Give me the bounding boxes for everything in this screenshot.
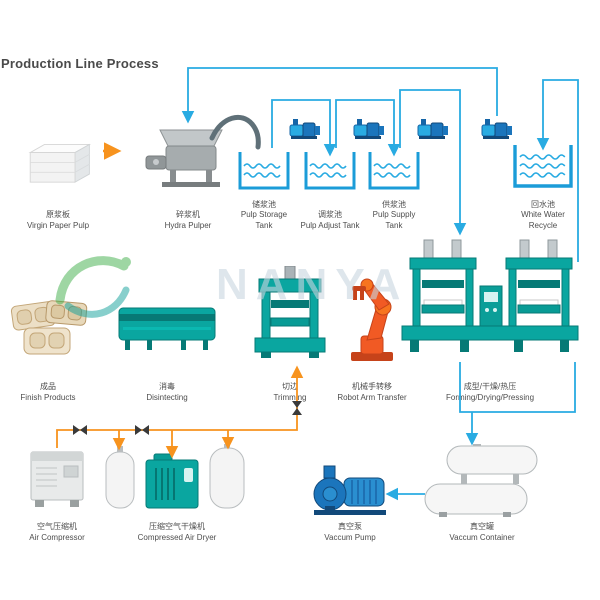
station-pulp-supply-tank: 供浆池 Pulp Supply Tank	[364, 132, 424, 232]
pulp-pump-1-icon	[288, 116, 322, 147]
forming-machine-graphic	[400, 238, 580, 365]
robot-arm-label-en: Robot Arm Transfer	[337, 393, 407, 403]
virgin-paper-pulp-label-zh: 原浆板	[46, 210, 70, 220]
compressed-air-dryer-label-en: Compressed Air Dryer	[137, 533, 217, 543]
air-compressor-graphic	[27, 448, 87, 515]
finish-products-label-zh: 成品	[40, 382, 56, 392]
disintecting-label-en: Disintecting	[146, 393, 188, 403]
virgin-paper-pulp-label-en: Virgin Paper Pulp	[26, 221, 90, 231]
forming-label-zh: 成型/干燥/热压	[463, 382, 517, 392]
finish-products-graphic	[8, 296, 88, 363]
white-water-recycle-graphic	[512, 140, 574, 195]
pulp-storage-tank-label-en: Pulp Storage Tank	[240, 210, 288, 231]
forming-label-en: Forming/Drying/Pressing	[445, 393, 535, 403]
station-pulp-storage-tank: 储浆池 Pulp Storage Tank	[234, 132, 294, 232]
page-title: Production Line Process	[1, 56, 159, 71]
disintecting-graphic	[117, 302, 217, 359]
vaccum-pump-label-en: Vaccum Pump	[324, 533, 376, 543]
pulp-adjust-tank-graphic	[303, 148, 357, 197]
brand-watermark: NANYA	[216, 260, 409, 309]
compressed-air-dryer-graphic	[102, 444, 252, 521]
white-water-recycle-label-zh: 回水池	[531, 199, 555, 209]
pulp-pump-2-icon	[352, 116, 386, 147]
white-water-pump-icon	[480, 116, 514, 147]
vaccum-container-label-en: Vaccum Container	[449, 533, 515, 543]
station-forming-drying-pressing: 成型/干燥/热压 Forming/Drying/Pressing	[398, 236, 582, 404]
pulp-pump-3-icon	[416, 116, 450, 147]
station-air-compressor: 空气压缩机 Air Compressor	[18, 444, 96, 544]
robot-arm-label-zh: 机械手转移	[352, 382, 392, 392]
station-pulp-adjust-tank: 调浆池 Pulp Adjust Tank	[300, 132, 360, 232]
valve-icon-2	[135, 425, 149, 435]
trimming-label-zh: 切边	[282, 382, 298, 392]
station-vaccum-container: 真空罐 Vaccum Container	[418, 440, 546, 544]
hydra-pulper-label-zh: 碎浆机	[176, 210, 200, 220]
pulp-supply-tank-label-zh: 供浆池	[382, 199, 406, 209]
virgin-paper-pulp-graphic	[15, 140, 101, 197]
pulp-supply-tank-graphic	[367, 148, 421, 197]
pulp-storage-tank-graphic	[237, 148, 291, 197]
finish-products-label-en: Finish Products	[20, 393, 76, 403]
station-finish-products: 成品 Finish Products	[2, 282, 94, 404]
vaccum-container-label-zh: 真空罐	[470, 522, 494, 532]
air-compressor-label-en: Air Compressor	[29, 533, 85, 543]
trimming-graphic	[251, 265, 329, 367]
robot-arm-graphic	[339, 278, 405, 369]
air-compressor-label-zh: 空气压缩机	[37, 522, 77, 532]
pulp-supply-tank-label-en: Pulp Supply Tank	[372, 210, 416, 231]
station-robot-arm-transfer: 机械手转移 Robot Arm Transfer	[334, 272, 410, 404]
pipe-whitewater-to-pulper	[181, 67, 498, 124]
station-vaccum-pump: 真空泵 Vaccum Pump	[302, 456, 398, 544]
station-white-water-recycle: 回水池 White Water Recycle	[508, 132, 578, 232]
hydra-pulper-graphic	[144, 126, 232, 197]
pulp-adjust-tank-label-en: Pulp Adjust Tank	[300, 221, 360, 231]
station-hydra-pulper: 碎浆机 Hydra Pulper	[140, 126, 236, 232]
station-virgin-paper-pulp: 原浆板 Virgin Paper Pulp	[6, 132, 110, 232]
disintecting-label-zh: 消毒	[159, 382, 175, 392]
valve-icon-1	[73, 425, 87, 435]
compressed-air-dryer-label-zh: 压缩空气干燥机	[149, 522, 205, 532]
white-water-recycle-label-en: White Water Recycle	[521, 210, 565, 231]
vaccum-pump-graphic	[310, 464, 390, 521]
vaccum-pump-label-zh: 真空泵	[338, 522, 362, 532]
hydra-pulper-label-en: Hydra Pulper	[164, 221, 212, 231]
station-compressed-air-dryer: 压缩空气干燥机 Compressed Air Dryer	[98, 440, 256, 544]
pulp-storage-tank-label-zh: 储浆池	[252, 199, 276, 209]
vaccum-container-graphic	[421, 444, 543, 523]
pulp-adjust-tank-label-zh: 调浆池	[318, 210, 342, 220]
brand-logo-icon	[55, 256, 131, 318]
trimming-label-en: Trimming	[273, 393, 307, 403]
